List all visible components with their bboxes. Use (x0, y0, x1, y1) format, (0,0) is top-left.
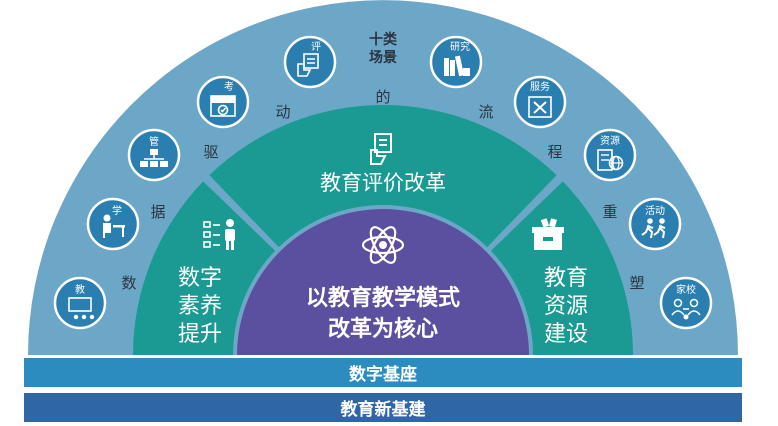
research-books-icon (444, 55, 470, 77)
resource-building-line3: 建设 (544, 322, 588, 347)
arc-char: 程 (547, 143, 562, 161)
scene-research: 研究 (429, 35, 483, 89)
scene-label: 资源 (600, 134, 620, 147)
arc-char: 流 (478, 103, 493, 121)
arc-char: 数 (121, 274, 136, 292)
scene-label: 活动 (645, 205, 665, 217)
digital-foundation-bar (24, 358, 742, 387)
new-infrastructure-label: 教育新基建 (340, 399, 426, 420)
middle-sector-left (133, 181, 276, 355)
evaluation-hand-icon (370, 133, 392, 165)
scene-activities: 活动 (628, 197, 682, 251)
resource-building-line2: 资源 (544, 294, 588, 319)
teaching-presentation-icon (68, 297, 95, 320)
scene-label: 管 (149, 135, 159, 148)
resource-box-icon (532, 218, 564, 250)
scene-label: 评 (311, 41, 321, 53)
scene-circles: 教 学 管 (53, 35, 713, 330)
middle-sector-right (490, 181, 633, 355)
scene-learning: 学 (86, 197, 140, 251)
family-school-icon (671, 298, 701, 320)
scene-resources: 资源 (583, 128, 637, 182)
core-title-line2: 改革为核心 (328, 316, 438, 342)
new-infrastructure-bar (24, 393, 742, 422)
atom-icon (361, 226, 405, 264)
scene-label: 考 (224, 81, 234, 93)
scene-label: 教 (75, 283, 85, 296)
org-chart-icon (140, 149, 168, 167)
scene-exam: 考 (196, 75, 250, 129)
core-semicircle (237, 209, 529, 355)
scene-label: 服务 (530, 80, 550, 93)
digital-foundation-label: 数字基座 (349, 364, 417, 385)
student-desk-icon (103, 214, 125, 238)
resource-building-line1: 教育 (544, 266, 588, 291)
service-tools-icon (528, 96, 552, 118)
scene-label: 研究 (450, 40, 470, 53)
arc-char: 重 (602, 203, 617, 221)
arc-char: 据 (150, 203, 165, 221)
scene-management: 管 (127, 128, 181, 182)
core-title-line1: 以教育教学模式 (306, 285, 460, 311)
middle-sector-top (209, 104, 557, 248)
running-people-icon (641, 218, 666, 239)
exam-icon (210, 95, 236, 117)
ten-scenes-title-line1: 十类 (369, 31, 398, 48)
digital-literacy-line1: 数字 (178, 266, 222, 291)
checklist-person-icon (203, 219, 235, 250)
evaluation-clipboard-icon (297, 53, 319, 77)
digital-literacy-line3: 提升 (178, 322, 222, 347)
scene-evaluation: 评 (283, 35, 337, 89)
scene-service: 服务 (513, 75, 567, 129)
digital-literacy-line2: 素养 (178, 294, 222, 319)
scene-label: 家校 (676, 283, 696, 296)
arc-char: 的 (375, 88, 390, 106)
evaluation-reform-label: 教育评价改革 (320, 171, 446, 195)
arc-char: 动 (275, 103, 290, 121)
scene-teaching: 教 (53, 276, 107, 330)
scene-family-school: 家校 (659, 276, 713, 330)
resource-globe-icon (597, 149, 624, 171)
scene-label: 学 (112, 204, 122, 217)
arc-char: 驱 (203, 143, 218, 161)
arc-char: 塑 (629, 274, 644, 292)
ten-scenes-title-line2: 场景 (369, 50, 397, 66)
process-reshaping-arc-text: 数 据 驱 动 的 流 程 重 塑 (121, 88, 644, 292)
